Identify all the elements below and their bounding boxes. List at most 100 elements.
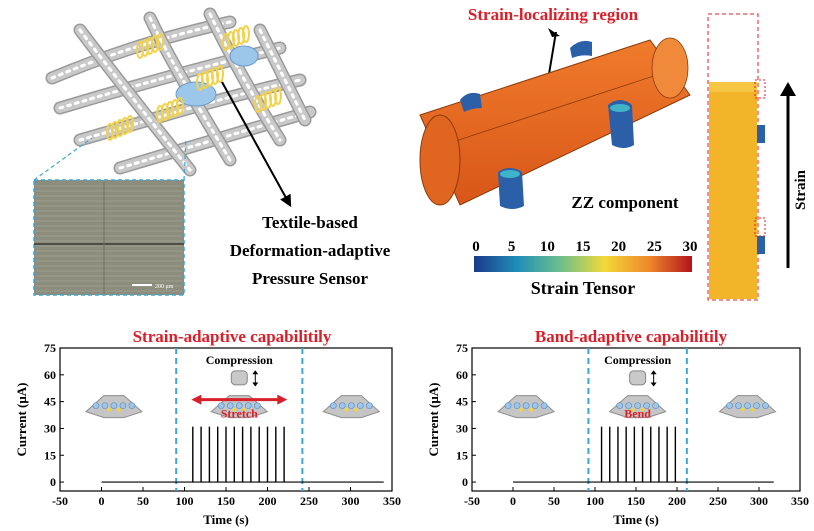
stretch-arrow-head-left [191,394,202,405]
colorbar-tick-label: 0 [472,239,480,255]
x-tick-label: 0 [510,494,516,508]
sensor-icon-coil [232,407,237,412]
sensor-icon-node [616,402,623,409]
fiber-highlight [78,28,192,172]
conductive-coils [106,25,282,141]
sensor-icon-node [348,402,355,409]
coil-turn [126,115,134,133]
sensor-icon-node [92,402,100,409]
x-tick-label: 150 [627,494,645,508]
sensor-icon-node [744,402,751,409]
x-tick-label: 200 [668,494,686,508]
sensor-icon-node [253,402,261,409]
sensor-icon-node [625,402,632,409]
sensor-icon-node [634,402,641,409]
colorbar-tick-label: 15 [576,239,591,255]
y-tick-label: 45 [44,395,56,409]
sensor-icon-node [652,402,659,409]
y-tick-label: 75 [456,341,468,355]
sensor-icon [608,395,667,419]
coil-turn [176,97,184,115]
sensor-icon-node [128,402,136,409]
x-tick-label: -50 [52,494,68,508]
fem-cylinder [419,37,691,206]
compression-arrow-head-down [650,382,657,387]
sensor-icon-node [735,402,742,409]
x-tick-label: 350 [383,494,401,508]
y-tick-label: 15 [456,448,468,462]
x-tick-label: 50 [548,494,560,508]
coil-turn [156,33,164,51]
sensor-icon-node [110,402,118,409]
compression-label: Compression [604,353,671,367]
sensor-icon-node [366,402,373,409]
x-tick-label: 200 [259,494,277,508]
sensor-icon [84,395,143,419]
sensor-icon-node [762,402,769,409]
sensor-icon-coil [750,407,755,412]
sensor-icon-coil [640,407,645,412]
sensor-icon-coil [519,407,524,412]
sensor-icon [718,395,777,419]
inset-guide-left [33,137,93,181]
textile-weave [45,7,317,177]
colorbar-tick-label: 10 [540,239,555,255]
callout-arrow [221,81,292,208]
compression-arrow-head-up [252,370,259,375]
zz-component-label: ZZ component [571,193,679,212]
y-tick-label: 0 [462,475,468,489]
compression-arrow-head-up [650,370,657,375]
sensor-icon-node [643,402,650,409]
sensor-icon-coil [242,407,247,412]
strain-localizing-label: Strain-localizing region [468,5,639,24]
panel-title: Strain-adaptive capabilitily [133,327,332,346]
deformation-label: Bend [624,407,651,421]
x-tick-label: 300 [750,494,768,508]
y-axis-label: Current (μA) [426,383,441,457]
fiber-highlight [148,16,232,162]
colorbar-tick-label: 20 [611,239,626,255]
sensor-icon-coil [344,407,349,412]
sensor-icon-node [226,402,234,409]
y-tick-label: 0 [50,475,56,489]
sensor-icon-node [513,402,521,409]
sensor-icon-node [357,402,364,409]
sensor-icon-node [101,402,109,409]
sensor-icon-node [726,402,733,409]
y-tick-label: 30 [456,421,468,435]
sensor-icon [322,395,381,419]
sem-texture [36,185,182,292]
x-tick-label: 100 [586,494,604,508]
sensor-icon-coil [740,407,745,412]
side-view [707,13,766,301]
x-tick-label: 250 [709,494,727,508]
sensor-icon-coil [106,407,111,412]
x-tick-label: 250 [300,494,318,508]
x-tick-label: 350 [791,494,809,508]
fiber-highlight [50,20,232,80]
stretch-arrow-head-right [277,394,288,405]
y-tick-label: 60 [44,368,56,382]
strain-axis-label: Strain [793,169,809,210]
fiber-highlight [258,28,307,122]
strain-arrow-head [780,82,796,96]
sensor-icon-node [330,402,337,409]
x-tick-label: 150 [217,494,235,508]
sensor-icon-node [119,402,127,409]
sensor-icon-node [540,402,548,409]
sensor-icon-coil [529,407,534,412]
compression-probe [230,370,248,386]
sensor-icon-coil [354,407,359,412]
coil-turn [274,87,282,105]
sensor-caption: Textile-based Deformation-adaptive Press… [230,213,391,288]
x-tick-label: 50 [137,494,149,508]
compression-arrow-head-down [252,382,259,387]
fem-pads [460,40,634,209]
sensor-icon-node [235,402,243,409]
compression-label: Compression [206,353,273,367]
y-tick-label: 15 [44,448,56,462]
caption-line-3: Pressure Sensor [252,269,368,288]
